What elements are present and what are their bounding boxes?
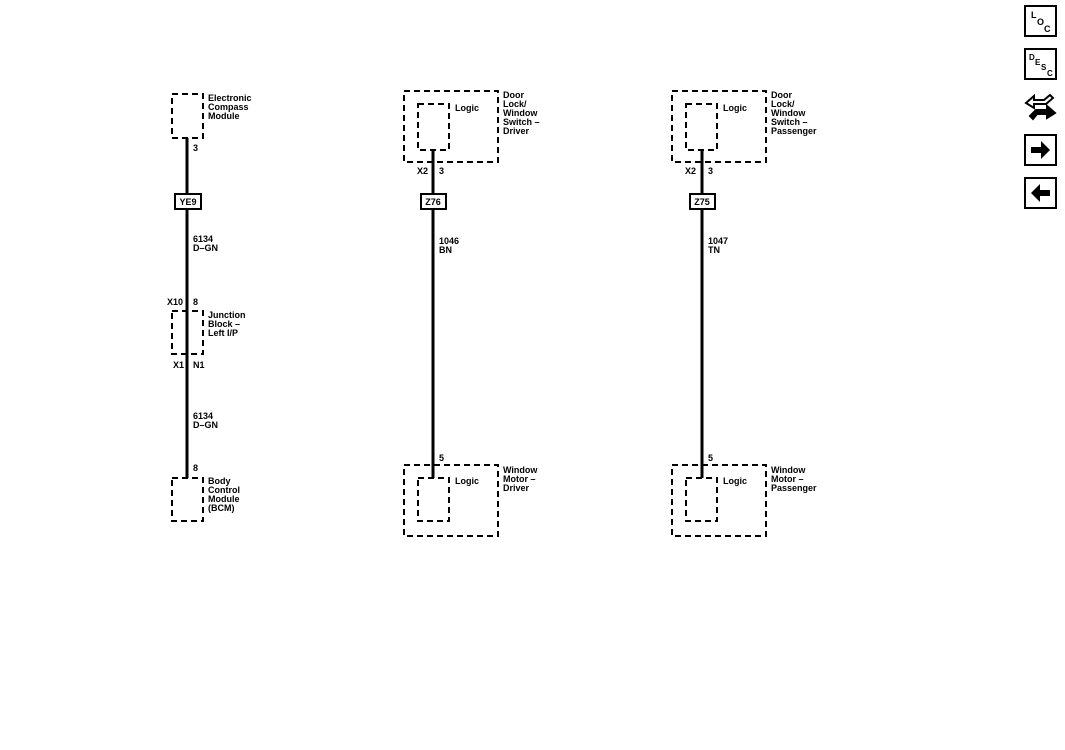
svg-text:D: D — [1029, 53, 1035, 62]
driver-switch-box — [403, 90, 499, 163]
passenger-switch-logic-label: Logic — [723, 103, 747, 113]
junction-block-box — [171, 310, 204, 355]
arrow-left-icon — [1031, 184, 1050, 202]
driver-switch-label: Door Lock/ Window Switch – Driver — [503, 90, 542, 136]
splice-z76-label: Z76 — [425, 197, 441, 207]
compass-pin: 3 — [193, 143, 198, 153]
previous-button[interactable] — [1024, 177, 1057, 209]
svg-text:O: O — [1037, 17, 1044, 27]
arrow-right-icon — [1031, 141, 1050, 159]
passenger-motor-label: Window Motor – Passenger — [771, 465, 817, 493]
driver-switch-connector: X2 — [417, 166, 428, 176]
svg-text:E: E — [1035, 58, 1041, 67]
passenger-motor-pin: 5 — [708, 453, 713, 463]
splice-z75-label: Z75 — [694, 197, 710, 207]
driver-switch-pin: 3 — [439, 166, 444, 176]
driver-motor-pin: 5 — [439, 453, 444, 463]
bcm-label: Body Control Module (BCM) — [208, 476, 243, 513]
passenger-motor-logic-label: Logic — [723, 476, 747, 486]
junction-block-label: Junction Block – Left I/P — [208, 310, 248, 338]
bcm-box — [171, 477, 204, 522]
passenger-switch-pin: 3 — [708, 166, 713, 176]
driver-motor-logic-box — [417, 477, 450, 522]
splice-z75 — [689, 193, 716, 210]
splice-z76 — [420, 193, 447, 210]
next-button[interactable] — [1024, 134, 1057, 166]
location-icon: L O C — [1031, 10, 1051, 34]
svg-text:C: C — [1044, 24, 1051, 34]
passenger-motor-logic-box — [685, 477, 718, 522]
electronic-compass-module-box — [171, 93, 204, 139]
location-button[interactable]: L O C — [1024, 5, 1057, 37]
driver-motor-box — [403, 464, 499, 537]
driver-switch-logic-label: Logic — [455, 103, 479, 113]
driver-motor-label: Window Motor – Driver — [503, 465, 540, 493]
circuit-passenger: Logic Door Lock/ Window Switch – Passeng… — [671, 90, 817, 537]
circuit-compass-bcm: Electronic Compass Module 3 YE9 6134 D–G… — [167, 93, 254, 522]
splice-ye9-label: YE9 — [179, 197, 196, 207]
junction-connector-x1: X1 — [173, 360, 184, 370]
description-button[interactable]: D E S C — [1024, 48, 1057, 80]
passenger-switch-connector: X2 — [685, 166, 696, 176]
connector-arrows-icon — [1024, 93, 1057, 121]
passenger-switch-label: Door Lock/ Window Switch – Passenger — [771, 90, 817, 136]
splice-ye9 — [174, 193, 202, 210]
junction-pin-8: 8 — [193, 297, 198, 307]
svg-text:L: L — [1031, 10, 1037, 20]
wire-1047-label: 1047 TN — [708, 236, 731, 255]
svg-text:C: C — [1047, 69, 1053, 78]
circuit-driver: Logic Door Lock/ Window Switch – Driver … — [403, 90, 542, 537]
wire-label-lower: 6134 D–GN — [193, 411, 218, 430]
passenger-motor-box — [671, 464, 767, 537]
bcm-pin: 8 — [193, 463, 198, 473]
wiring-diagram: Electronic Compass Module 3 YE9 6134 D–G… — [167, 90, 817, 537]
wire-1046-label: 1046 BN — [439, 236, 462, 255]
svg-text:S: S — [1041, 63, 1047, 72]
navigation-toolbar: L O C D E S C — [1024, 5, 1060, 220]
driver-motor-logic-label: Logic — [455, 476, 479, 486]
description-icon: D E S C — [1029, 53, 1053, 78]
junction-connector-x10: X10 — [167, 297, 183, 307]
electronic-compass-module-label: Electronic Compass Module — [208, 93, 254, 121]
junction-pin-n1: N1 — [193, 360, 205, 370]
wire-label-upper: 6134 D–GN — [193, 234, 218, 253]
passenger-switch-logic-box — [685, 103, 718, 151]
passenger-switch-box — [671, 90, 767, 163]
driver-switch-logic-box — [417, 103, 450, 151]
connector-button[interactable] — [1024, 91, 1057, 123]
